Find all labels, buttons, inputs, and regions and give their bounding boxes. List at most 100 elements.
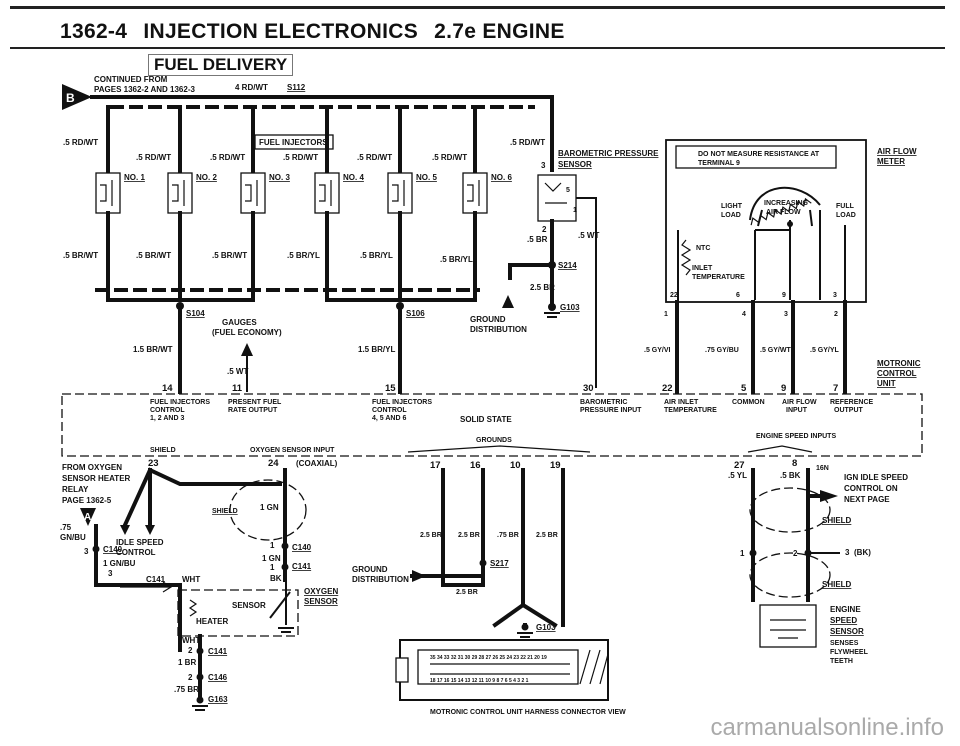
injector-bottom-wire: .5 BR/WT: [63, 251, 98, 260]
airflow-meter-name: AIR FLOW: [877, 147, 917, 156]
connector-c141-o2: C141: [292, 562, 312, 571]
speed-sensor-desc-3: TEETH: [830, 658, 853, 665]
connector-b-arrow: [62, 84, 92, 110]
shield-arrow-1-icon: [120, 525, 130, 535]
connector-hatch: [579, 649, 609, 685]
cu-engine-speed: ENGINE SPEED INPUTS: [756, 433, 836, 440]
injector-feed-label: .5 RD/WT: [210, 153, 245, 162]
cu-pin-14: 14: [162, 383, 173, 394]
cu-grounds: GROUNDS: [476, 437, 512, 444]
gnd-wire-10: [521, 468, 558, 628]
from-oxygen-3: RELAY: [62, 485, 89, 494]
cu-ref-output-2: OUTPUT: [834, 407, 864, 414]
baro-signal-wire: [576, 197, 597, 388]
gnd-dist-label: GROUND: [352, 565, 388, 574]
airflow-arrow-right: [809, 209, 813, 227]
cu-pin-16: 16: [470, 460, 481, 471]
airflow-full-label: FULL: [836, 203, 855, 210]
afm-wire-label-4: .5 GY/YL: [810, 347, 840, 354]
o2-sensor-name: OXYGEN: [304, 587, 338, 596]
cu-fic456: FUEL INJECTORS: [372, 399, 432, 406]
o2-shield-label: SHIELD: [212, 508, 238, 515]
cu-pin-5: 5: [741, 383, 747, 394]
gauges-label: GAUGES: [222, 318, 257, 327]
baro-sensor-name-2: SENSOR: [558, 160, 592, 169]
connector-row1: 35 34 33 32 31 30 29 28 27 26 25 24 23 2…: [430, 655, 547, 661]
cu-pin-22: 22: [662, 383, 673, 394]
injector-bottom-wire: .5 BR/YL: [440, 255, 473, 264]
o2-sensor-name-2: SENSOR: [304, 597, 338, 606]
gauges-arrow-icon: [241, 343, 253, 356]
o2-ground-symbol-icon: [278, 627, 294, 633]
c140-wire: 1 GN/BU: [103, 559, 136, 568]
o2-pin-1b: 1: [270, 563, 275, 572]
page-title: INJECTION ELECTRONICS: [143, 20, 418, 43]
cu-fic123-2: CONTROL: [150, 407, 185, 414]
afm-top-pin-9: 9: [782, 292, 786, 299]
gnd-wire-label-5: 2.5 BR: [456, 589, 478, 596]
continued-from: CONTINUED FROM PAGES 1362-2 AND 1362-3 B: [62, 75, 195, 110]
airflow-note-box: [675, 145, 837, 169]
inlet-temp-label-2: TEMPERATURE: [692, 274, 745, 281]
wire-gnbu: GN/BU: [60, 533, 86, 542]
c140-o2-dot: [281, 542, 289, 550]
splice-s104: S104: [186, 309, 205, 318]
g103-bottom-dot: [521, 623, 529, 631]
connector-view-label: MOTRONIC CONTROL UNIT HARNESS CONNECTOR …: [430, 709, 626, 716]
injector-body: [314, 172, 340, 214]
cu-o2-input: OXYGEN SENSOR INPUT: [250, 447, 335, 454]
o2-gn-2: 1 GN: [262, 554, 281, 563]
o2-pin-3: 3: [84, 547, 89, 556]
cu-pin-10: 10: [510, 460, 521, 471]
cu-baro-input: BAROMETRIC: [580, 399, 627, 406]
cu-rate-2: RATE OUTPUT: [228, 407, 278, 414]
inlet-temp-label: INLET: [692, 265, 713, 272]
speed-shield-ellipse-2: [749, 552, 831, 598]
speed-pin-2: 2: [793, 549, 798, 558]
injector-name: NO. 5: [416, 173, 437, 182]
coax-label: (COAXIAL): [296, 459, 338, 468]
cu-pin-23: 23: [148, 458, 159, 469]
injector-bottom-wire: .5 BR/YL: [287, 251, 320, 260]
ign-idle-label-3: NEXT PAGE: [844, 495, 890, 504]
page-number: 1362-4: [60, 20, 128, 43]
cu-af-input-2: INPUT: [786, 407, 808, 414]
cu-pin-17: 17: [430, 460, 441, 471]
airflow-increasing-label-2: AIR FLOW: [766, 209, 801, 216]
c140-dot: [92, 545, 100, 553]
airflow-wiper-dot: [787, 221, 793, 227]
o2-heater-wire: [94, 558, 182, 652]
motronic-label-3: UNIT: [877, 379, 896, 388]
injector-coil-icon: [172, 180, 185, 206]
connector-c141-bottom: C141: [208, 647, 228, 656]
injector-feed-label: .5 RD/WT: [136, 153, 171, 162]
g163-ground-icon: [192, 705, 208, 711]
gnd-wire-merge: [492, 602, 526, 628]
injector-coil-icon: [100, 180, 113, 206]
cu-pin-24: 24: [268, 458, 279, 469]
ground-dist-label-2: DISTRIBUTION: [470, 325, 527, 334]
ground-wire-label: 2.5 BR: [530, 283, 555, 292]
motronic-label: MOTRONIC: [877, 359, 921, 368]
gnd-wire-label-2: 2.5 BR: [458, 532, 480, 539]
fuel-injectors-label: FUEL INJECTORS: [259, 138, 328, 147]
splice-s112: S112: [287, 83, 306, 92]
injector-coil-icon: [467, 180, 480, 206]
cu-pin-7: 7: [833, 383, 838, 394]
afm-bottom-pin-3: 3: [784, 311, 788, 318]
injector-name: NO. 3: [269, 173, 290, 182]
cu-ref-output: REFERENCE: [830, 399, 874, 406]
speed-wire-yl-label: .5 YL: [728, 471, 747, 480]
injector-bottom-wire: .5 BR/WT: [212, 251, 247, 260]
gnd-wire-label-3: .75 BR: [497, 532, 519, 539]
injector-body: [95, 172, 121, 214]
injector-2: NO. 2 .5 RD/WT .5 BR/WT: [136, 105, 217, 302]
speed-sensor-name-2: SPEED: [830, 616, 857, 625]
airflow-note-line2: TERMINAL 9: [698, 160, 740, 167]
injector-name: NO. 4: [343, 173, 364, 182]
cu-solid-state: SOLID STATE: [460, 415, 512, 424]
from-oxygen-2: SENSOR HEATER: [62, 474, 131, 483]
section-title: FUEL DELIVERY: [148, 54, 294, 76]
airflow-light-label: LIGHT: [721, 203, 743, 210]
